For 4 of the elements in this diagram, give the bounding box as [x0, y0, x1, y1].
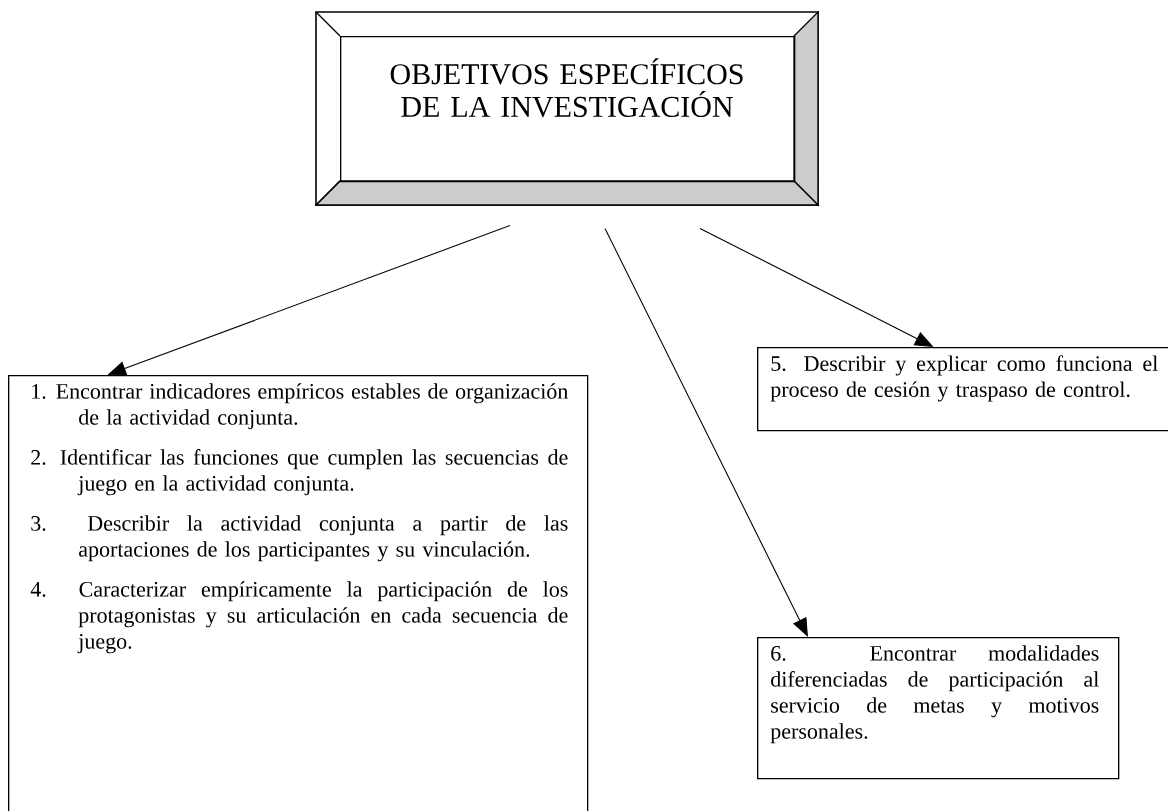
arrow	[604, 228, 808, 637]
objective-box: 5. Describir y explicar como funciona el proceso de cesión y traspaso de control.	[757, 347, 1168, 432]
objectives-list-box: 1. Encontrar indicadores empíricos estables de organización de la actividad conjunta. 2. Identificar las funciones que cumplen las secuencias de juego en la actividad conjunta. 3. Describir la actividad conjunta a partir de las aportaciones de los participantes y su vinculación. 4. Caracterizar empíricamente la participación de los protagonistas y su articulación en cada secuencia de juego.	[8, 375, 589, 811]
objective-box: 6. Encontrar modalidades diferenciadas de participación al servicio de metas y motivos personales.	[757, 637, 1120, 780]
